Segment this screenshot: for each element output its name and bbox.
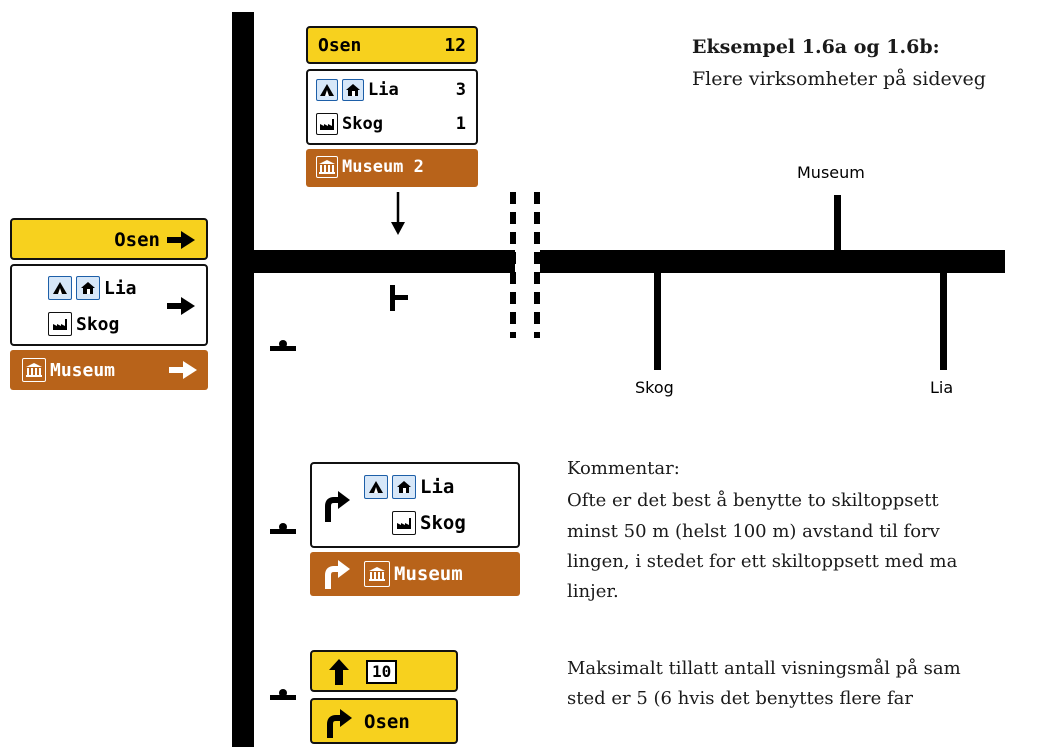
sign-dest: Osen <box>364 711 410 733</box>
sign-skog: Skog <box>76 313 120 335</box>
sign-museum: Museum <box>50 359 116 381</box>
sign-lia-km: 3 <box>455 80 466 100</box>
comment-line-5: Maksimalt tillatt antall visningsmål på … <box>567 658 961 679</box>
turn-right-arrow-icon <box>325 560 350 589</box>
factory-icon <box>316 113 338 135</box>
comment-line-4: linjer. <box>567 581 619 602</box>
sign-skog: Skog <box>342 114 383 134</box>
comment-heading: Kommentar: <box>567 458 680 479</box>
arrow-right-icon <box>167 297 195 315</box>
top-sign-museum: Museum 2 <box>306 149 478 187</box>
example-title: Eksempel 1.6a og 1.6b: <box>692 36 940 58</box>
label-museum: Museum <box>797 163 865 182</box>
branch-museum <box>834 195 841 252</box>
left-sign-museum: Museum <box>10 350 208 390</box>
sign-post-marker-1 <box>270 340 296 351</box>
cabin-icon <box>392 475 416 499</box>
branch-lia <box>940 272 947 370</box>
tent-icon <box>316 79 338 101</box>
sign-lia: Lia <box>368 80 399 100</box>
comment-line-2: minst 50 m (helst 100 m) avstand til for… <box>567 521 940 542</box>
sign-museum: Museum 2 <box>342 157 424 177</box>
top-sign-services: Lia 3 Skog 1 <box>306 69 478 145</box>
arrow-up-icon <box>329 659 349 685</box>
sign-lia: Lia <box>104 277 137 299</box>
road-break-dashes <box>510 192 540 338</box>
tent-icon <box>48 276 72 300</box>
sign-dest: Osen <box>114 229 160 251</box>
left-sign-osen: Osen <box>10 218 208 260</box>
comment-line-1: Ofte er det best å benytte to skiltoppse… <box>567 490 939 511</box>
turn-right-arrow-icon <box>327 709 352 738</box>
arrow-down-icon <box>391 192 405 235</box>
museum-icon <box>364 561 390 587</box>
example-subtitle: Flere virksomheter på sideveg <box>692 68 986 90</box>
cabin-icon <box>76 276 100 300</box>
sign-post-marker-2 <box>270 523 296 534</box>
bottom-sign-museum: Museum <box>310 552 520 596</box>
arrow-right-icon <box>167 231 195 249</box>
comment-line-3: lingen, i stedet for ett skiltoppsett me… <box>567 551 958 572</box>
sign-skog: Skog <box>420 512 466 534</box>
left-sign-services: Lia Skog <box>10 264 208 346</box>
arrow-right-icon <box>169 361 197 379</box>
branch-skog <box>654 272 661 370</box>
route-number: 10 <box>366 660 398 684</box>
sign-skog-km: 1 <box>455 114 466 134</box>
sign-distance: 12 <box>444 35 466 56</box>
factory-icon <box>392 511 416 535</box>
factory-icon <box>48 312 72 336</box>
main-road-vertical <box>232 12 254 747</box>
museum-icon <box>22 358 46 382</box>
sign-post-marker-3 <box>270 689 296 700</box>
label-skog: Skog <box>635 378 674 397</box>
sign-museum: Museum <box>394 563 463 585</box>
side-road-left <box>232 250 515 273</box>
bottom-sign-route: 10 <box>310 650 458 692</box>
sign-post-marker-side <box>390 285 408 311</box>
cabin-icon <box>342 79 364 101</box>
label-lia: Lia <box>930 378 954 397</box>
museum-icon <box>316 156 338 178</box>
tent-icon <box>364 475 388 499</box>
comment-line-6: sted er 5 (6 hvis det benyttes flere far <box>567 688 913 709</box>
side-road-right <box>540 250 1005 273</box>
turn-right-arrow-icon <box>325 491 350 522</box>
top-sign-osen: Osen 12 <box>306 26 478 64</box>
sign-lia: Lia <box>420 476 455 498</box>
bottom-sign-osen: Osen <box>310 698 458 744</box>
sign-dest: Osen <box>318 35 362 56</box>
bottom-sign-services: Lia Skog <box>310 462 520 548</box>
